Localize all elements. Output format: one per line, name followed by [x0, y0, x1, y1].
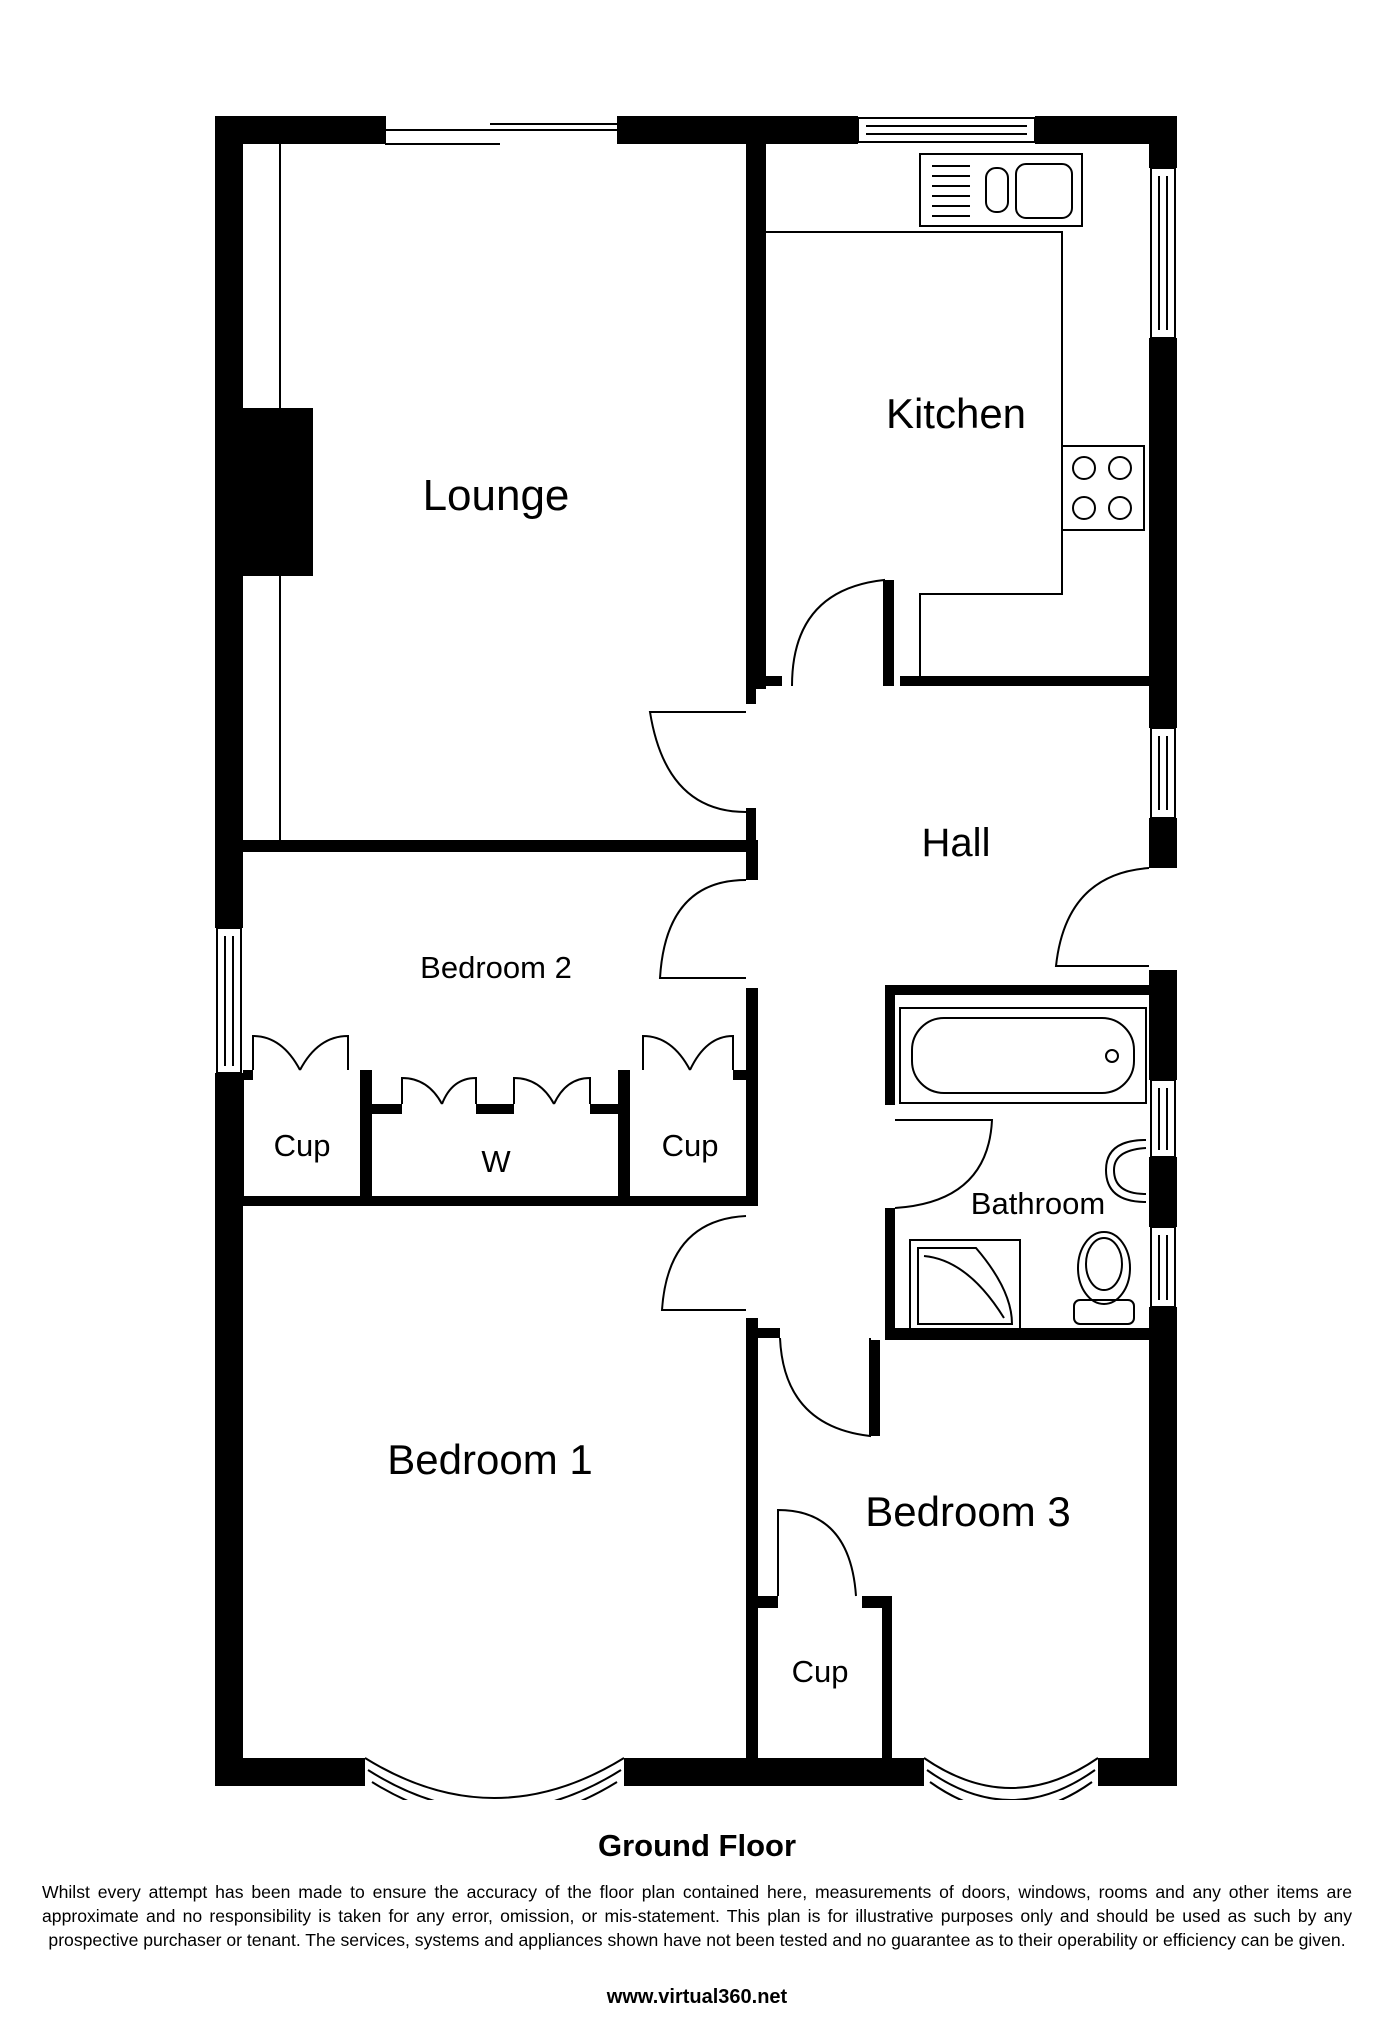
room-label-wardrobe: W	[481, 1144, 511, 1179]
bedroom1-east-wall-top	[746, 1318, 758, 1328]
bathroom-door-swing	[894, 1119, 994, 1209]
bedroom1-east-wall	[746, 1318, 758, 1758]
kitchen-hob	[1061, 445, 1145, 531]
cup-left-top	[243, 1070, 253, 1080]
chimney-breast	[243, 408, 313, 576]
bedroom3-bay-window	[923, 1757, 1099, 1800]
cup-right-top	[733, 1070, 746, 1080]
bedroom2-door-swing	[658, 879, 747, 979]
room-label-kitchen: Kitchen	[886, 390, 1026, 437]
cupboard-doors	[242, 1034, 734, 1196]
kitchen-north-window	[857, 117, 1036, 143]
south-wall-3	[1098, 1758, 1177, 1786]
basin	[1104, 1139, 1147, 1203]
room-label-bedroom2: Bedroom 2	[420, 950, 572, 985]
room-label-bathroom: Bathroom	[971, 1186, 1105, 1221]
floor-plan: Lounge Kitchen Hall Bedroom 2 Cup W Cup …	[215, 116, 1177, 1800]
cup-b3-east-wall-vert	[882, 1596, 892, 1758]
wardrobe-top-right	[590, 1104, 618, 1114]
south-wall-2	[624, 1758, 924, 1786]
lounge-door-swing	[648, 711, 747, 813]
wardrobe-east-wall	[618, 1070, 630, 1196]
room-label-cup-bedroom3: Cup	[792, 1654, 849, 1689]
website-link[interactable]: www.virtual360.net	[606, 1986, 788, 2008]
kitchen-door-swing	[791, 578, 885, 687]
bedroom1-bay-window	[364, 1757, 625, 1800]
bedroom1-door-swing	[660, 1215, 747, 1311]
floor-title: Ground Floor	[597, 1828, 797, 1863]
hall-east-door-stop	[1149, 858, 1177, 868]
bedroom2-west-window	[216, 927, 242, 1074]
bathroom-west-wall-lower	[885, 1208, 895, 1335]
room-label-cup-left: Cup	[274, 1128, 331, 1163]
hall-east-window	[1150, 727, 1176, 819]
west-wall-upper	[215, 116, 243, 928]
east-wall-5	[1149, 1157, 1177, 1227]
bathroom-south-wall	[885, 1328, 1149, 1340]
bay-windows	[364, 1757, 1099, 1800]
cup-b3-west-post	[758, 1596, 778, 1608]
kitchen-east-window	[1150, 167, 1176, 339]
bedroom3-door-post-left	[758, 1328, 780, 1338]
bedroom3-door-swing	[779, 1337, 871, 1438]
cup-b3-door-swing	[777, 1508, 857, 1597]
east-wall-4	[1149, 970, 1177, 1080]
wardrobe-top-left	[372, 1104, 402, 1114]
kitchen-south-wall	[900, 676, 1149, 686]
room-label-lounge: Lounge	[423, 471, 570, 520]
bathroom-north-wall	[885, 985, 1149, 995]
room-label-bedroom1: Bedroom 1	[387, 1436, 592, 1483]
west-wall-lower	[215, 1073, 243, 1786]
walls	[215, 116, 1177, 1786]
wardrobe-top-mid	[476, 1104, 514, 1114]
lounge-east-wall	[746, 144, 756, 704]
door-swings	[648, 578, 1150, 1597]
corner-bath	[909, 1239, 1021, 1333]
bathroom-east-window-1	[1150, 1079, 1176, 1158]
room-label-cup-right: Cup	[662, 1128, 719, 1163]
kitchen-sink	[919, 153, 1083, 227]
fixtures	[242, 144, 1150, 1597]
east-wall-2	[1149, 338, 1177, 728]
kitchen-door-post-left	[756, 676, 782, 686]
lounge-south-wall	[243, 840, 756, 852]
sliding-door-north	[384, 116, 619, 145]
windows	[216, 116, 1176, 1308]
kitchen-west-wall	[756, 144, 766, 689]
north-wall-left	[215, 116, 385, 144]
east-wall-3	[1149, 818, 1177, 858]
bathroom-west-wall-upper	[885, 985, 895, 1105]
bedroom3-door-post-right	[870, 1340, 880, 1436]
bathroom-east-window-2	[1150, 1226, 1176, 1308]
disclaimer-text: Whilst every attempt has been made to en…	[42, 1882, 1352, 1950]
kitchen-door-post-right	[884, 580, 894, 686]
kitchen-counter	[766, 231, 1063, 676]
bedroom2-east-wall-upper	[746, 840, 758, 880]
room-label-bedroom3: Bedroom 3	[865, 1488, 1070, 1535]
south-wall-1	[215, 1758, 365, 1786]
lounge-east-wall-lower	[746, 808, 756, 850]
front-door-swing	[1054, 867, 1150, 967]
bedroom2-south-wall	[243, 1196, 758, 1206]
east-wall-1	[1149, 116, 1177, 168]
bedroom2-east-wall-lower	[746, 988, 758, 1206]
cup-left-east-wall	[360, 1070, 372, 1196]
room-label-hall: Hall	[922, 821, 991, 865]
bath	[899, 1007, 1147, 1104]
north-wall-middle	[618, 116, 858, 144]
toilet	[1073, 1231, 1135, 1325]
room-labels: Lounge Kitchen Hall Bedroom 2 Cup W Cup …	[274, 390, 1106, 1689]
east-wall-6	[1149, 1307, 1177, 1786]
